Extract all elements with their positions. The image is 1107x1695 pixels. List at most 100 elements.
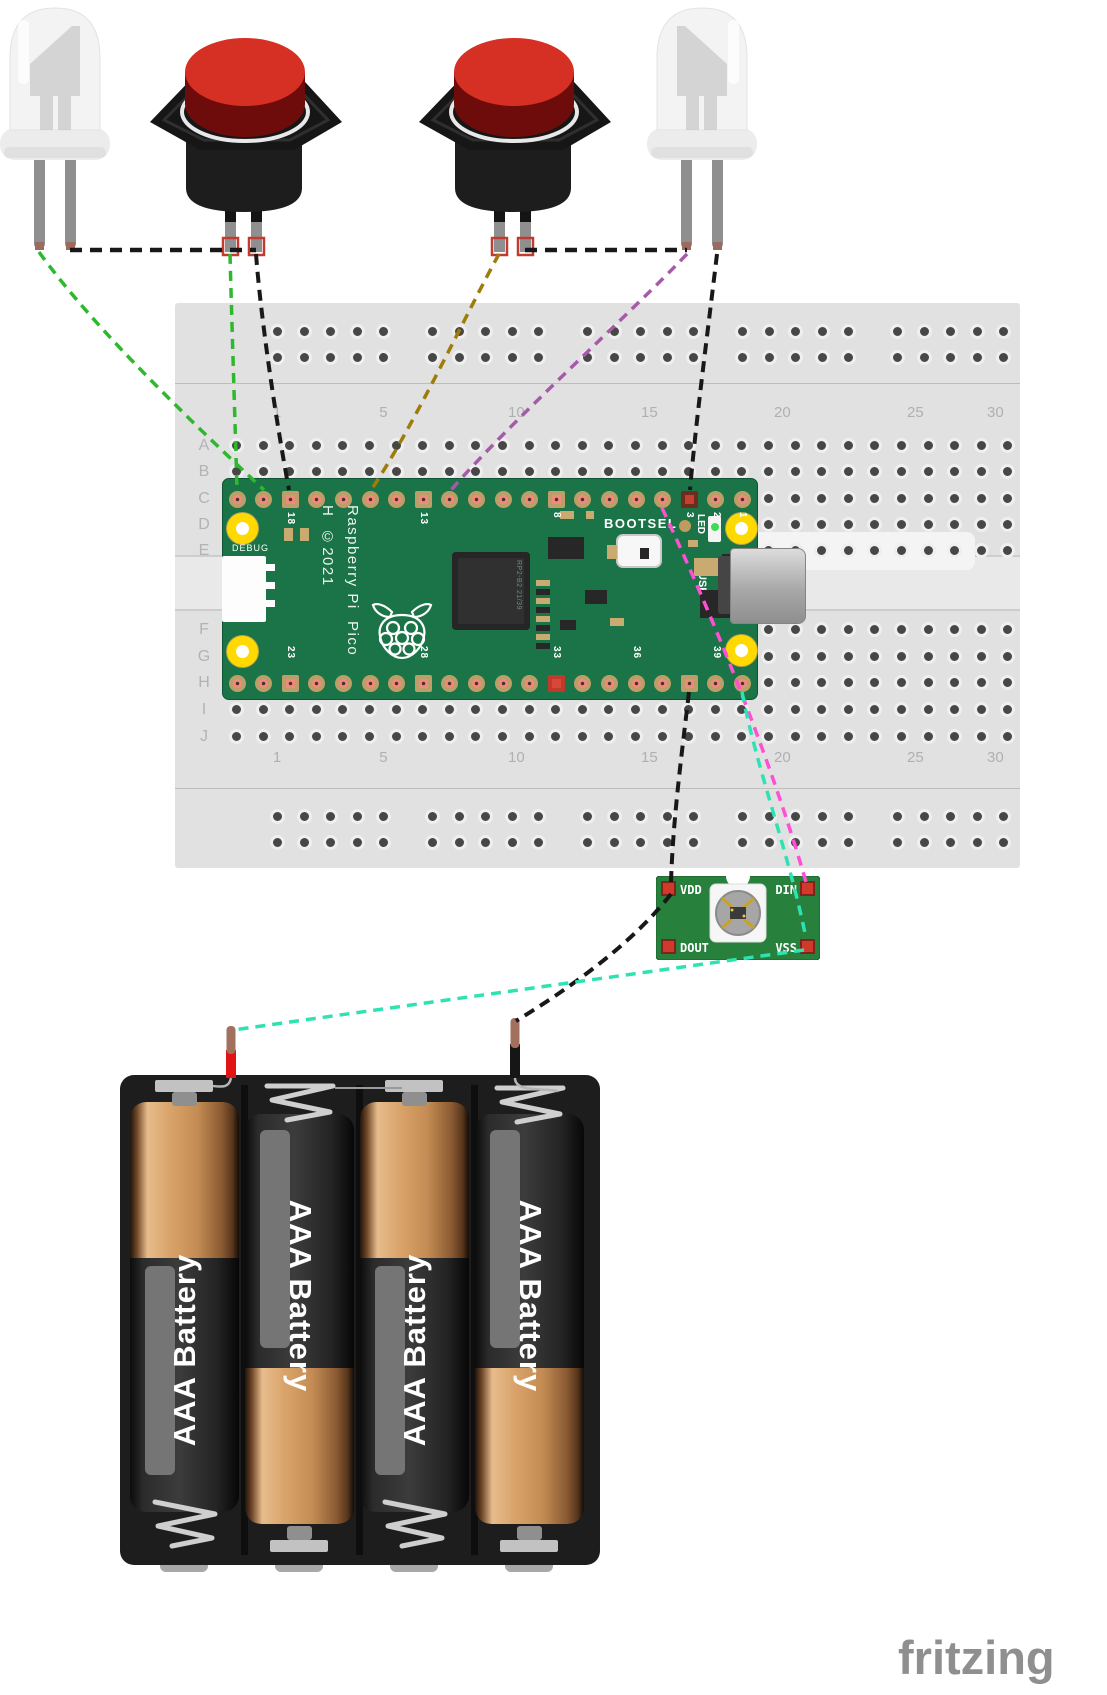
pico-pin[interactable] [308,490,326,508]
pico-pin[interactable] [733,490,751,508]
pico-pin[interactable] [228,674,246,692]
column-number: 1 [272,749,282,766]
led-left[interactable] [0,0,112,260]
pico-pin[interactable] [281,674,299,692]
column-number: 15 [641,749,658,766]
column-number: 25 [907,749,924,766]
aaa-battery-3[interactable]: AAA Battery [360,1102,469,1512]
debug-connector [222,556,266,622]
row-letter: A [198,437,210,454]
pico-pin[interactable] [547,674,565,692]
pin-number-label: 39 [710,646,722,660]
pico-pin[interactable] [334,674,352,692]
mounting-hole [227,513,258,544]
pico-pin[interactable] [627,674,645,692]
pico-pin[interactable] [707,674,725,692]
pico-pin[interactable] [228,490,246,508]
row-letter: D [198,516,210,533]
aaa-battery-2[interactable]: AAA Battery [245,1114,354,1524]
debug-label: DEBUG [232,543,270,553]
row-letter: F [199,621,209,638]
wire-vss-to-battery [232,948,805,1032]
chip-text: RP2-B2 21/39 [515,560,522,610]
pico-pin[interactable] [733,674,751,692]
pico-pin[interactable] [441,674,459,692]
row-letter: I [201,701,207,718]
breadboard-divider-top [175,383,1020,384]
negative-lead [510,1044,520,1078]
positive-lead [226,1050,236,1078]
pico-pin[interactable] [361,490,379,508]
rp2040-chip [452,552,530,630]
neopixel-board[interactable]: VDD DIN DOUT VSS [656,876,820,960]
pico-pin[interactable] [388,674,406,692]
row-letter: B [198,463,210,480]
dout-label: DOUT [680,941,709,955]
pico-pin[interactable] [680,490,698,508]
fritzing-watermark: fritzing [898,1631,1055,1684]
battery-label: AAA Battery [282,1199,318,1393]
column-number: 5 [379,749,388,766]
pico-pin[interactable] [521,674,539,692]
raspberry-pi-logo [371,603,433,660]
column-number: 30 [987,404,1004,421]
pico-pin[interactable] [600,674,618,692]
pico-pin[interactable] [521,490,539,508]
column-number: 20 [774,749,791,766]
battery-label: AAA Battery [396,1253,432,1446]
pico-pin[interactable] [414,674,432,692]
battery-label: AAA Battery [512,1199,548,1393]
micro-usb-connector [730,548,806,624]
pico-pin[interactable] [600,490,618,508]
pico-pin[interactable] [680,674,698,692]
pin-number-label: 13 [418,512,430,526]
pin-number-label: 1 [737,512,749,519]
pin-number-label: 8 [551,512,563,519]
column-number: 25 [907,404,924,421]
pico-pin[interactable] [547,490,565,508]
wire-vdd-to-battery [514,892,673,1023]
pushbutton-left[interactable] [144,0,348,260]
pico-pin[interactable] [467,490,485,508]
pico-pin[interactable] [494,490,512,508]
pin-number-label: 2 [710,512,722,519]
pushbutton-right[interactable] [413,0,617,260]
pin-number-label: 18 [285,512,297,526]
pico-pin[interactable] [361,674,379,692]
bootsel-label: BOOTSEL [604,516,678,531]
column-number: 10 [508,404,525,421]
bootsel-button[interactable] [616,534,662,568]
pico-pin[interactable] [441,490,459,508]
pico-pin[interactable] [707,490,725,508]
pico-pin[interactable] [255,674,273,692]
battery-label: AAA Battery [166,1253,202,1446]
pico-pin[interactable] [627,490,645,508]
pin-number-label: 36 [631,646,642,660]
pico-pin[interactable] [388,490,406,508]
pico-pin[interactable] [574,674,592,692]
row-letter: G [197,648,211,665]
pin-number-label: 28 [418,646,430,660]
vss-label: VSS [775,941,797,955]
pin-number-label: 23 [285,646,297,660]
pico-pin[interactable] [654,674,672,692]
pico-pin[interactable] [494,674,512,692]
pico-pin[interactable] [308,674,326,692]
pin-number-label: 3 [684,512,696,519]
led-right[interactable] [645,0,757,260]
pico-pin[interactable] [467,674,485,692]
vdd-label: VDD [680,883,702,897]
pico-pin[interactable] [334,490,352,508]
column-number: 15 [641,404,658,421]
pico-pin[interactable] [281,490,299,508]
pico-pin[interactable] [255,490,273,508]
pico-pin[interactable] [654,490,672,508]
pico-pin[interactable] [574,490,592,508]
breadboard-divider-bottom [175,788,1020,789]
aaa-battery-1[interactable]: AAA Battery [130,1102,239,1512]
din-label: DIN [775,883,797,897]
pico-pin[interactable] [414,490,432,508]
aaa-battery-4[interactable]: AAA Battery [475,1114,584,1524]
row-letter: J [200,728,208,745]
row-letter: C [198,490,210,507]
